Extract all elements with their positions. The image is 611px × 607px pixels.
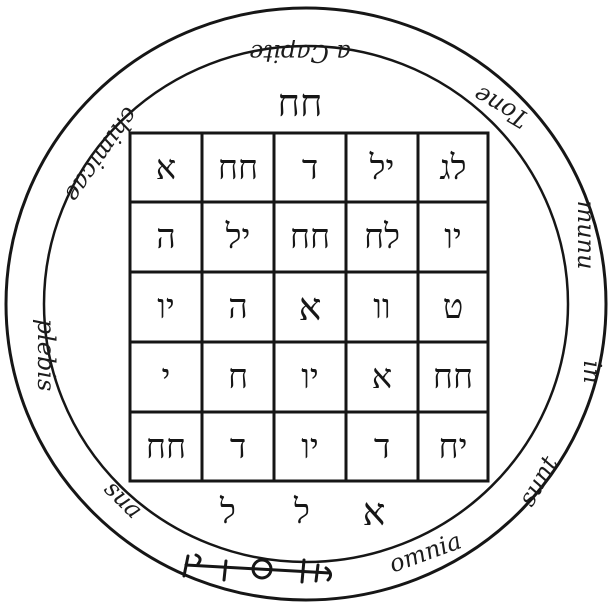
grid-cell: ד [230, 427, 246, 467]
ring-word-plebis: plebis [32, 319, 60, 392]
grid-cell: יל [225, 217, 251, 257]
grid-cell: ט [443, 287, 464, 327]
grid-cell: ח [228, 357, 248, 397]
grid-cell: לח [364, 217, 400, 257]
grid-cell: יל [369, 148, 395, 188]
grid-cells: א חח ד יל לג ה יל חח לח יו יו ה א וו ט י… [146, 148, 473, 467]
sigil-mark-icon [184, 555, 331, 582]
grid-cell: חח [146, 427, 186, 467]
sigil-left-hook [196, 555, 200, 564]
bottom-glyph-left: ל [219, 492, 236, 532]
grid-cell: ד [374, 427, 390, 467]
bottom-glyph-middle: ל [293, 492, 310, 532]
grid-cell: יו [444, 217, 462, 257]
top-glyph: חח [278, 81, 323, 125]
grid-cell: י [162, 357, 171, 397]
grid-cell: ה [228, 287, 248, 327]
grid-cell: חח [290, 217, 330, 257]
ring-word-sunt: sunt [513, 451, 564, 511]
sigil-mid-stem [224, 561, 226, 580]
ring-word-tone: Tone [469, 80, 533, 133]
ring-word-in: in [578, 360, 606, 383]
sigil-left-stem [184, 556, 188, 576]
grid-cell: יו [301, 427, 319, 467]
grid-cell: לג [439, 148, 466, 188]
sigil-end-stem [316, 565, 318, 581]
grid-cell: חח [433, 357, 473, 397]
grid-cell: א [299, 285, 322, 329]
sigil-right-stem [302, 560, 304, 582]
grid-cell: יח [438, 427, 467, 467]
ring-word-capite: a Capite [249, 39, 351, 67]
ring-word-munu: munu [572, 200, 600, 269]
grid-cell: וו [373, 287, 390, 327]
grid-cell: חח [218, 148, 258, 188]
grid-cell: א [372, 357, 392, 397]
sigil-bar [186, 565, 330, 573]
grid-cell: ה [156, 217, 176, 257]
grid-cell: יו [301, 357, 319, 397]
grid-cell: א [156, 148, 176, 188]
grid-cell: יו [157, 287, 175, 327]
bottom-glyph-right: א [363, 490, 386, 534]
grid-cell: ד [302, 148, 318, 188]
